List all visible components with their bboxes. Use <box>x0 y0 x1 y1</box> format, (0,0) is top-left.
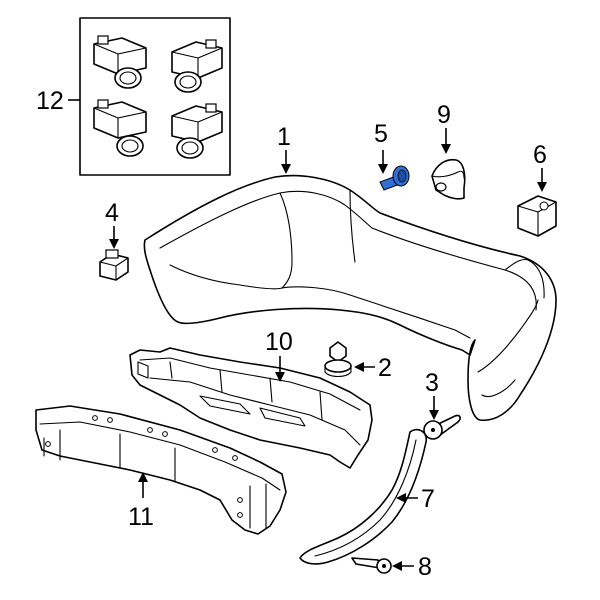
clip-nut-4[interactable]: 4 <box>99 199 129 281</box>
callout-5: 5 <box>374 120 388 148</box>
callout-6: 6 <box>533 141 547 169</box>
rivet-3[interactable]: 3 <box>423 369 461 440</box>
parking-sensor-top-right <box>171 39 223 93</box>
bumper-cover[interactable]: 1 <box>143 123 557 421</box>
callout-10: 10 <box>265 328 293 356</box>
parking-sensor-top-left <box>93 35 147 89</box>
screw-8[interactable]: 8 <box>351 553 432 581</box>
side-bracket-6[interactable]: 6 <box>517 141 557 237</box>
push-clip-2[interactable]: 2 <box>324 341 392 382</box>
callout-9: 9 <box>437 101 451 129</box>
callout-7: 7 <box>421 485 435 513</box>
callout-2: 2 <box>378 354 392 382</box>
callout-8: 8 <box>418 553 432 581</box>
callout-4: 4 <box>105 199 119 227</box>
parking-sensor-bottom-left <box>93 99 147 157</box>
callout-12: 12 <box>36 87 64 115</box>
bolt-5[interactable]: 5 <box>374 120 410 191</box>
trim-strip-7[interactable]: 7 <box>299 428 435 565</box>
energy-absorber-10[interactable]: 10 <box>129 328 373 469</box>
parking-sensor-bottom-right <box>171 103 223 159</box>
callout-3: 3 <box>425 369 439 397</box>
callout-11: 11 <box>128 503 154 531</box>
sensor-kit-group[interactable]: 12 <box>36 17 231 176</box>
callout-1: 1 <box>277 123 291 151</box>
reinforcement-beam-11[interactable]: 11 <box>35 405 287 535</box>
bracket-9[interactable]: 9 <box>431 101 466 200</box>
